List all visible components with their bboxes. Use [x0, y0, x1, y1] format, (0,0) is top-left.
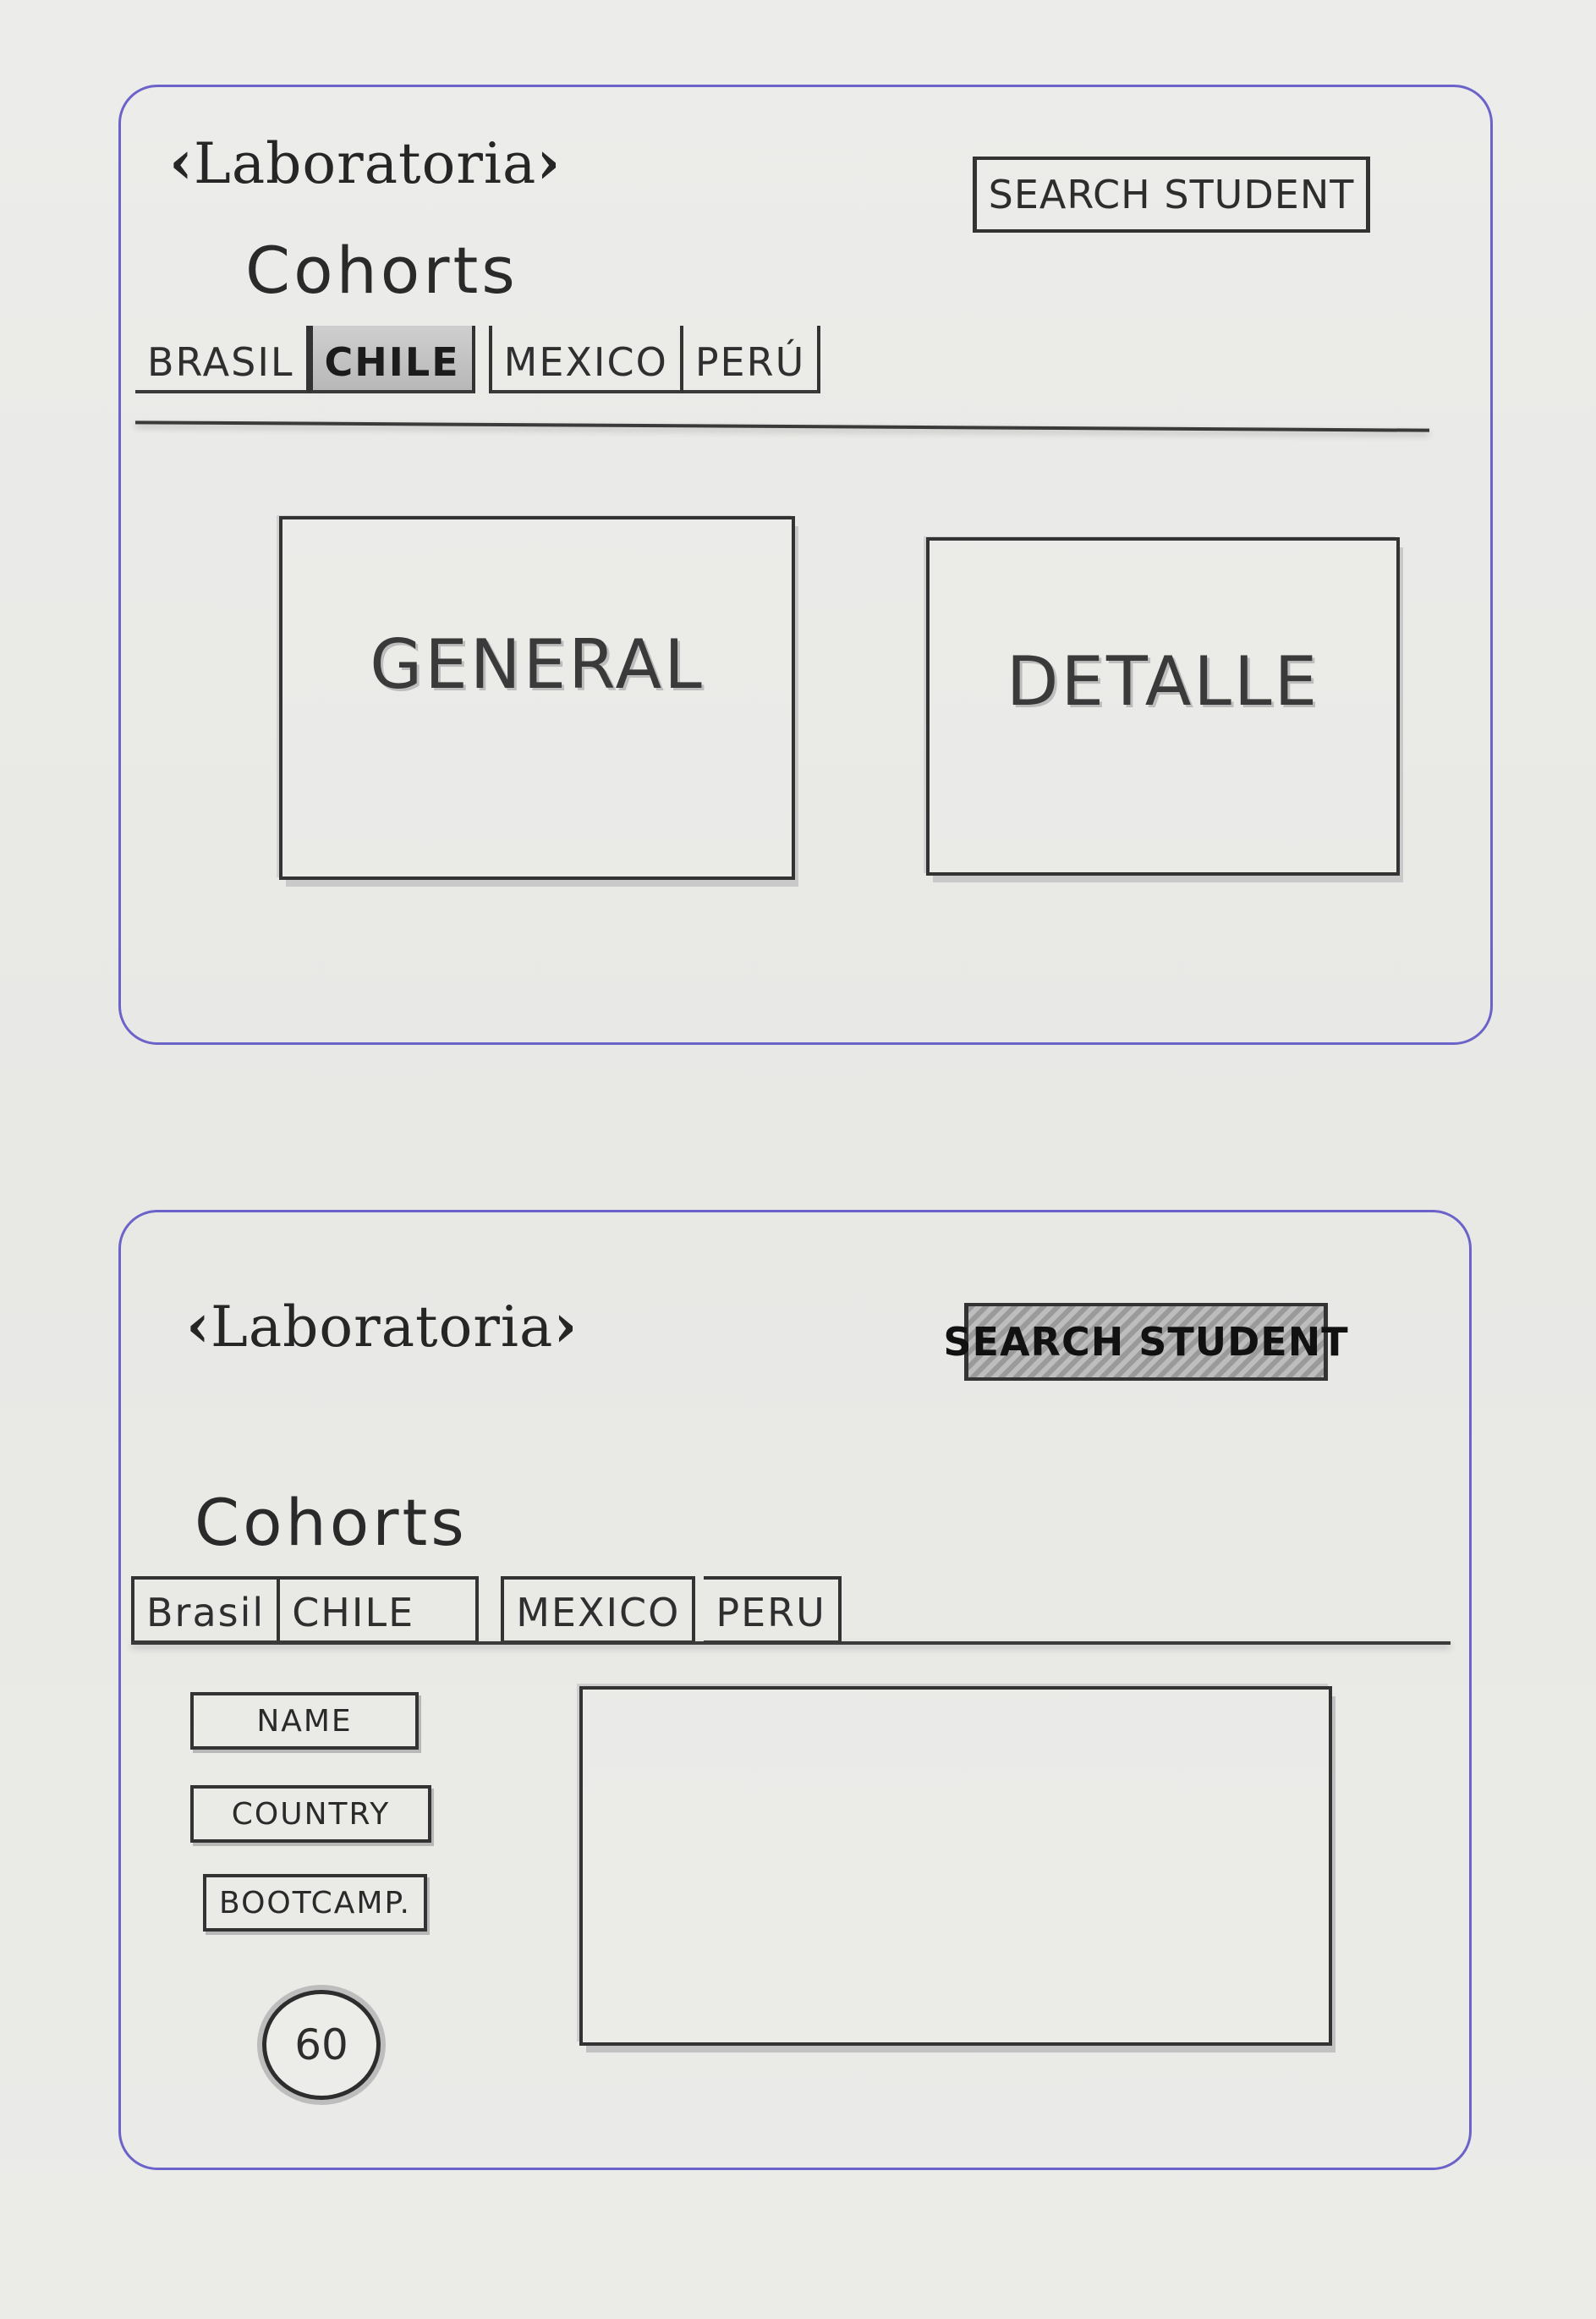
tab-label: CHILE — [292, 1590, 415, 1635]
filter-country-label: COUNTRY — [231, 1796, 391, 1832]
tab-label: PERÚ — [694, 339, 806, 385]
wireframe-screen-overview — [118, 85, 1493, 1045]
tab-label: MEXICO — [516, 1590, 681, 1635]
general-panel[interactable]: GENERAL — [279, 516, 795, 880]
country-tabs: Brasil CHILE MEXICO PERU — [131, 1576, 842, 1644]
detalle-panel-label: DETALLE — [1006, 641, 1320, 721]
tab-label: Brasil — [146, 1590, 266, 1635]
tab-peru[interactable]: PERU — [704, 1576, 842, 1644]
filter-country-button[interactable]: COUNTRY — [190, 1785, 431, 1843]
tab-peru[interactable]: PERÚ — [683, 326, 821, 393]
tab-label: BRASIL — [147, 339, 294, 385]
logo-text: Laboratoria — [194, 131, 537, 196]
logo-right-bracket: › — [553, 1290, 579, 1360]
tab-label: MEXICO — [503, 339, 668, 385]
tab-brasil[interactable]: Brasil — [131, 1576, 281, 1644]
tab-label: PERU — [716, 1590, 826, 1635]
search-student-label: SEARCH STUDENT — [988, 172, 1355, 217]
search-student-button[interactable]: SEARCH STUDENT — [973, 157, 1370, 233]
filter-bootcamp-button[interactable]: BOOTCAMP. — [203, 1874, 427, 1932]
tab-chile[interactable]: CHILE — [309, 326, 475, 393]
tab-brasil[interactable]: BRASIL — [135, 326, 310, 393]
general-panel-label: GENERAL — [370, 624, 705, 704]
page-title: Cohorts — [195, 1485, 468, 1560]
tab-mexico[interactable]: MEXICO — [488, 326, 683, 393]
logo-text: Laboratoria — [211, 1294, 554, 1360]
filter-name-button[interactable]: NAME — [190, 1692, 419, 1750]
wireframe-screen-detail — [118, 1210, 1472, 2170]
search-student-button[interactable]: SEARCH STUDENT — [943, 1303, 1348, 1381]
tab-label: CHILE — [324, 339, 460, 385]
tab-divider — [131, 1641, 1451, 1645]
filter-name-label: NAME — [256, 1703, 353, 1739]
page-title: Cohorts — [245, 233, 518, 308]
tab-mexico[interactable]: MEXICO — [501, 1576, 696, 1644]
logo-left-bracket: ‹ — [169, 127, 194, 197]
logo[interactable]: ‹Laboratoria› — [186, 1290, 578, 1360]
results-panel — [579, 1686, 1332, 2046]
logo[interactable]: ‹Laboratoria› — [169, 127, 561, 197]
country-tabs: BRASIL CHILE MEXICO PERÚ — [135, 326, 821, 393]
logo-left-bracket: ‹ — [186, 1290, 211, 1360]
detalle-panel[interactable]: DETALLE — [926, 537, 1400, 876]
student-count-badge: 60 — [262, 1990, 381, 2100]
filter-bootcamp-label: BOOTCAMP. — [219, 1885, 411, 1921]
student-count-value: 60 — [294, 2020, 348, 2069]
tab-chile[interactable]: CHILE — [280, 1576, 480, 1644]
logo-right-bracket: › — [536, 127, 562, 197]
search-student-label: SEARCH STUDENT — [943, 1319, 1349, 1365]
